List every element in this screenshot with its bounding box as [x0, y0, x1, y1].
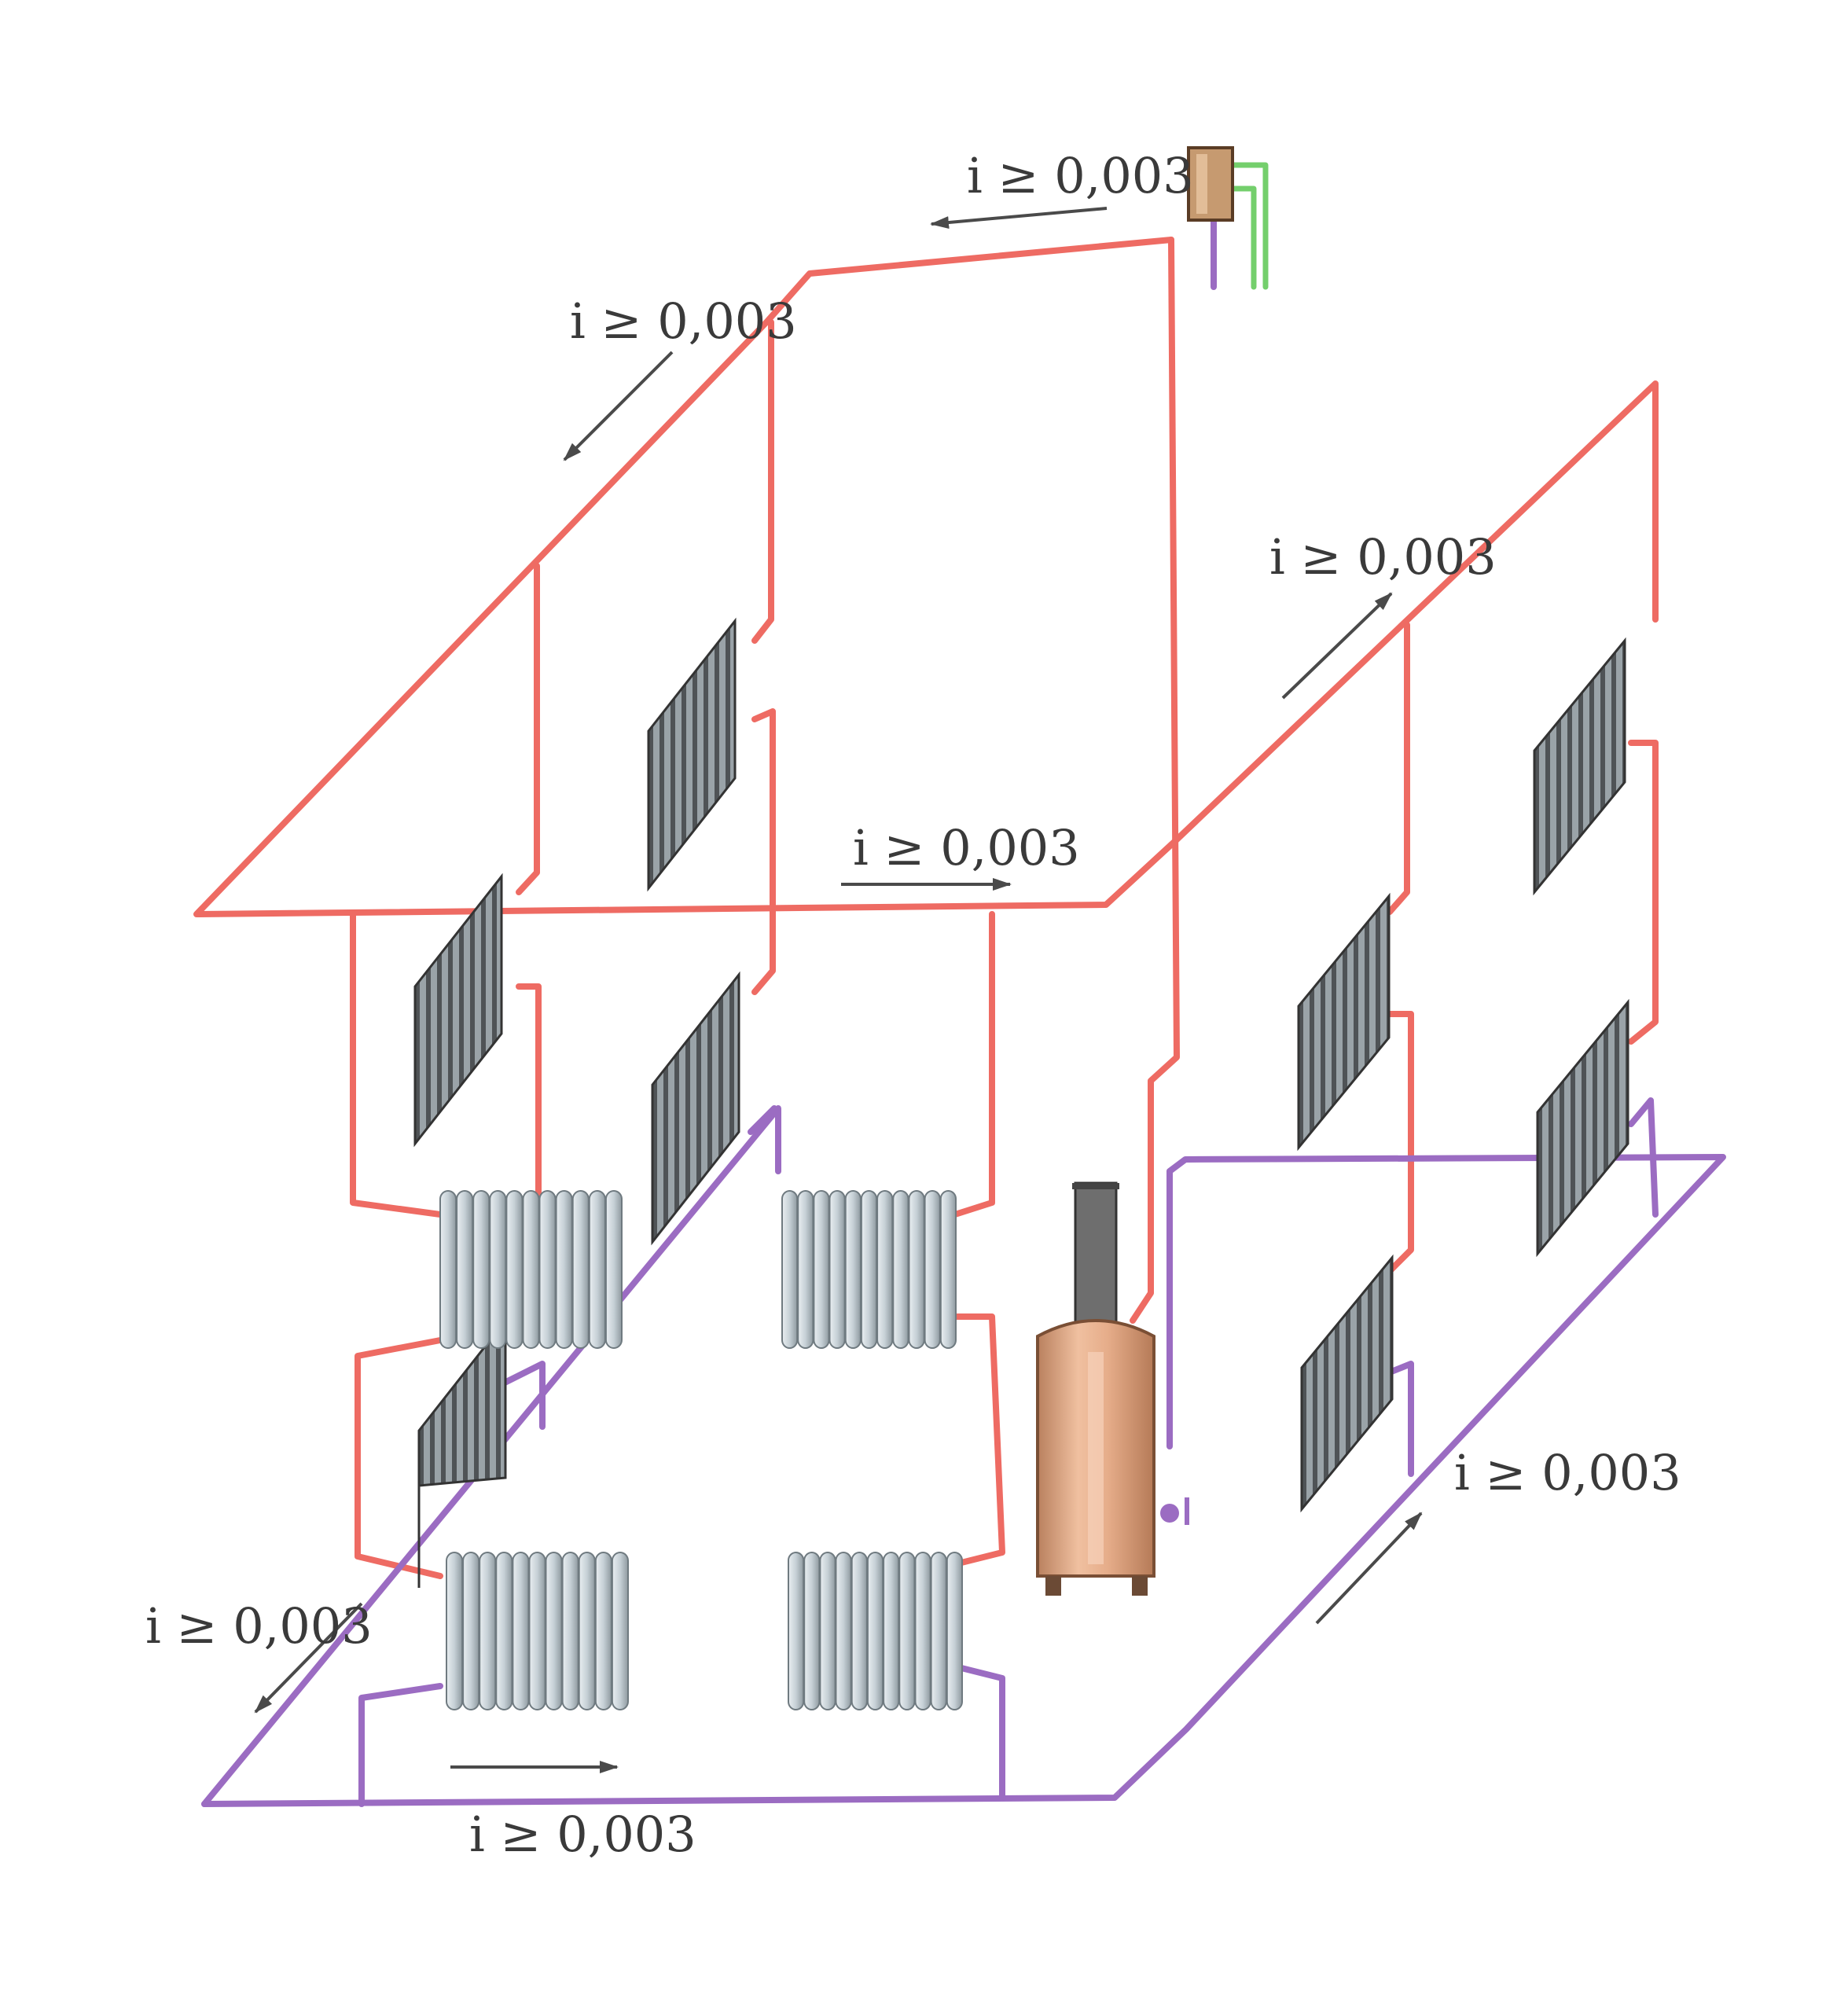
supply-link-right-back: [1628, 740, 1659, 1045]
return-left-diag: [201, 1105, 781, 1807]
supply-link-right-front: [1387, 1011, 1414, 1273]
arrow-left-supply: [563, 351, 674, 461]
chimney: [1074, 1181, 1118, 1330]
radiator-side-right-back-top: [1533, 637, 1626, 896]
radiator-side-right-front-top: [1297, 892, 1391, 1152]
supply-pipes: [193, 237, 1659, 1579]
arrow-top-supply: [930, 207, 1108, 230]
supply-link-front-right: [952, 1313, 1005, 1567]
radiator-side-left-top: [413, 873, 503, 1148]
supply-drop-front-left: [350, 911, 443, 1218]
supply-drop-front-right: [952, 911, 995, 1218]
return-pipes: [201, 217, 1726, 1807]
radiator-side-right-back-low: [1536, 998, 1629, 1258]
arrow-right-return: [1315, 1512, 1423, 1625]
flow-arrows: [254, 207, 1423, 1773]
radiator-front-lower-right: [788, 1552, 964, 1710]
return-right-back-branch: [1628, 1097, 1659, 1218]
label-top-supply: i ≥ 0,003: [967, 147, 1194, 204]
supply-riser-main: [1130, 237, 1180, 1324]
return-left-branch: [500, 1361, 546, 1430]
return-right-front-branch: [1388, 1361, 1414, 1477]
radiator-side-left-low: [417, 1317, 507, 1588]
radiator-side-back-top: [647, 617, 737, 892]
radiators-side: [413, 617, 1629, 1588]
return-front-left-branch: [358, 1683, 443, 1807]
radiator-side-back-mid: [651, 971, 740, 1246]
supply-link-left-1: [516, 983, 542, 1206]
boiler: [1036, 1181, 1155, 1596]
radiator-front-upper-left: [439, 1190, 623, 1349]
radiators-front: [439, 1190, 964, 1710]
return-back-branch: [748, 1105, 777, 1135]
supply-link-back: [751, 708, 776, 995]
cold-water-pipe-1: [1229, 162, 1269, 290]
supply-main-top: [193, 237, 1659, 917]
supply-riser-left: [516, 563, 540, 895]
label-front-return: i ≥ 0,003: [469, 1806, 696, 1863]
radiator-front-upper-right: [781, 1190, 957, 1349]
label-right-supply: i ≥ 0,003: [1269, 528, 1497, 586]
return-main-loop: [201, 1154, 1726, 1807]
label-left-return: i ≥ 0,003: [145, 1597, 373, 1655]
slope-labels: i ≥ 0,003 i ≥ 0,003 i ≥ 0,003 i ≥ 0,003 …: [145, 147, 1681, 1863]
radiator-front-lower-left: [446, 1552, 630, 1710]
cold-water-pipe-2: [1229, 186, 1257, 290]
label-front-supply: i ≥ 0,003: [853, 819, 1080, 876]
expansion-tank: [1187, 146, 1234, 222]
label-left-supply: i ≥ 0,003: [570, 292, 797, 350]
arrow-right-supply: [1281, 592, 1393, 700]
arrow-left-return: [254, 1602, 363, 1714]
radiator-side-right-front-low: [1300, 1254, 1394, 1513]
return-front-right-branch: [952, 1663, 1005, 1801]
cold-water-pipes: [1229, 162, 1269, 290]
supply-riser-back: [751, 319, 774, 644]
drain-valve-icon: [1160, 1497, 1189, 1525]
label-right-return: i ≥ 0,003: [1454, 1444, 1681, 1501]
supply-riser-right-front: [1387, 622, 1410, 915]
